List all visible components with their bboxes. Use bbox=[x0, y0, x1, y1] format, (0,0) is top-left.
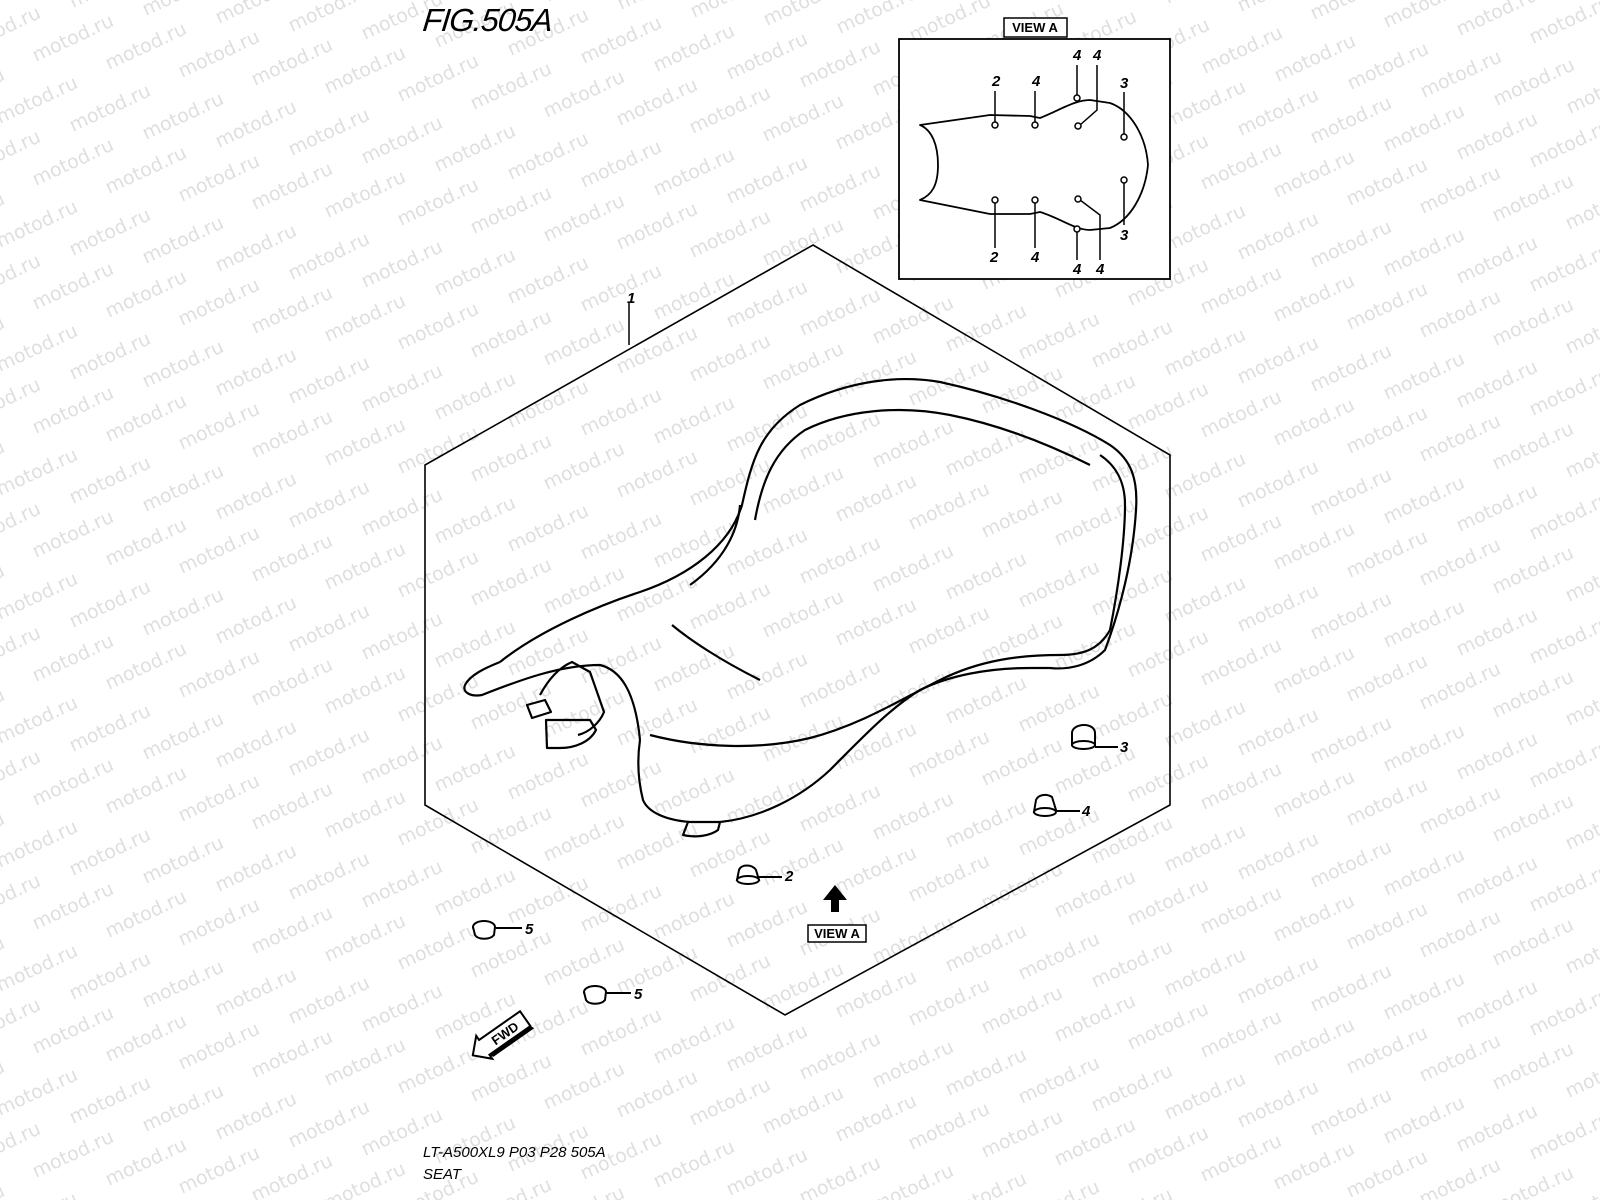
cushion-4 bbox=[1032, 793, 1080, 817]
inset-label-2-bottom: 2 bbox=[989, 249, 999, 266]
watermark-text: motod.ru bbox=[1489, 1162, 1577, 1200]
callout-5b: 5 bbox=[634, 986, 643, 1003]
inset-label-4-top-c: 4 bbox=[1092, 47, 1102, 64]
cushion-5a bbox=[472, 920, 522, 940]
callout-4: 4 bbox=[1081, 803, 1091, 820]
callout-1: 1 bbox=[627, 290, 635, 307]
watermark-text: motod.ru bbox=[869, 1160, 957, 1200]
callout-3: 3 bbox=[1120, 739, 1129, 756]
inset-label-3-top: 3 bbox=[1120, 75, 1129, 92]
view-a-inset-title: VIEW A bbox=[1012, 20, 1058, 35]
watermark-text: motod.ru bbox=[942, 1168, 1030, 1200]
inset-label-4-top-a: 4 bbox=[1031, 73, 1041, 90]
callout-5a: 5 bbox=[525, 921, 534, 938]
watermark-text: motod.ru bbox=[796, 1152, 884, 1200]
watermark-text: motod.ru bbox=[0, 1180, 8, 1200]
watermark-text: motod.ru bbox=[1526, 0, 1600, 49]
watermark-text: motod.ru bbox=[1380, 0, 1468, 33]
watermark-text: motod.ru bbox=[212, 0, 300, 29]
inset-label-2-top: 2 bbox=[991, 73, 1001, 90]
watermark-text: motod.ru bbox=[0, 1188, 81, 1200]
figure-title: FIG.505A bbox=[421, 2, 554, 38]
cushion-3 bbox=[1071, 723, 1118, 750]
watermark-text: motod.ru bbox=[467, 1174, 555, 1200]
watermark-text: motod.ru bbox=[760, 0, 848, 31]
model-code: LT-A500XL9 P03 P28 505A bbox=[423, 1144, 606, 1161]
inset-label-4-bottom-c: 4 bbox=[1095, 261, 1105, 278]
inset-label-4-bottom-b: 4 bbox=[1072, 261, 1082, 278]
assembly-frame bbox=[424, 244, 1171, 1016]
view-a-inset: VIEW A 2 4 4 4 3 3 2 4 4 bbox=[898, 17, 1171, 280]
view-a-arrow bbox=[823, 885, 847, 912]
watermark-text: motod.ru bbox=[1416, 1154, 1504, 1200]
inset-label-4-top-b: 4 bbox=[1072, 47, 1082, 64]
watermark-text: motod.ru bbox=[321, 1158, 409, 1200]
view-a-pointer-box bbox=[807, 924, 867, 943]
figure-caption: SEAT bbox=[423, 1166, 462, 1183]
view-a-pointer-label: VIEW A bbox=[814, 926, 860, 941]
cushion-2 bbox=[735, 864, 782, 885]
inset-label-3-bottom: 3 bbox=[1120, 227, 1129, 244]
callout-2: 2 bbox=[784, 868, 794, 885]
cushion-5b bbox=[583, 985, 631, 1005]
watermark-text: motod.ru bbox=[1088, 0, 1176, 1]
inset-label-4-bottom-a: 4 bbox=[1030, 249, 1040, 266]
seat-drawing bbox=[463, 378, 1138, 838]
